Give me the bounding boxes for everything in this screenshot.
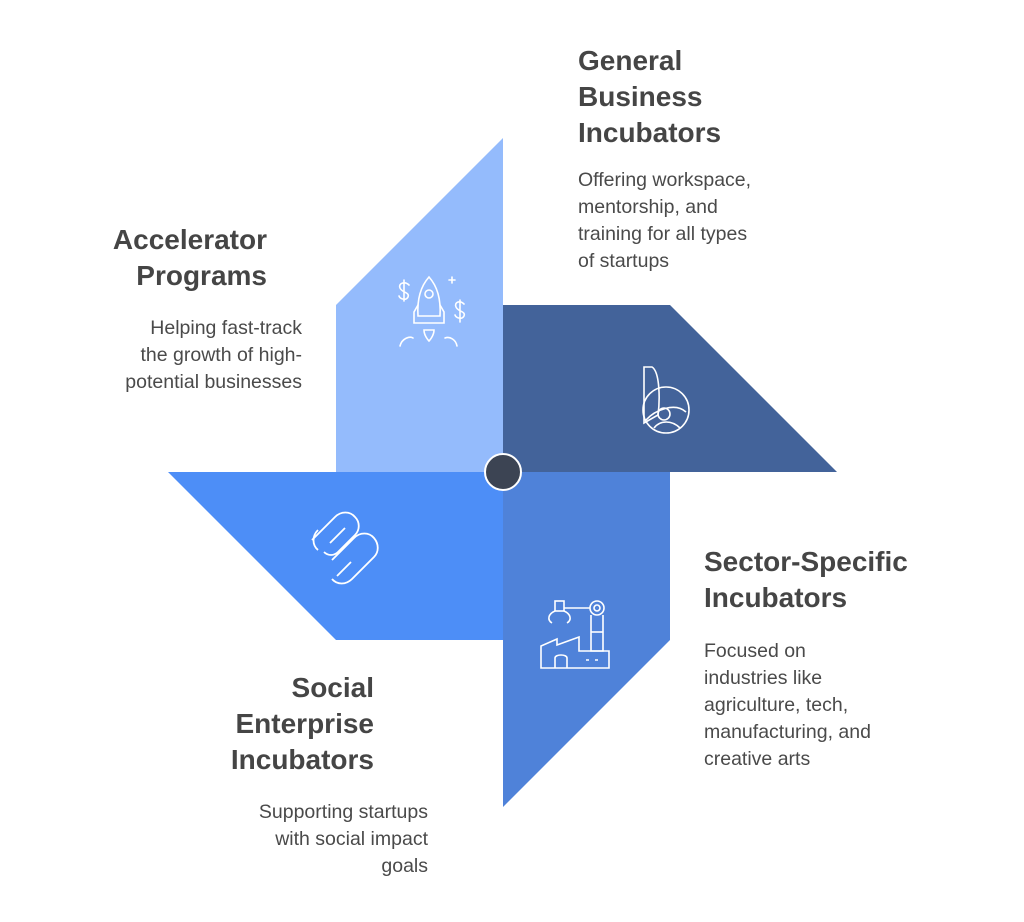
factory-robot-arm-icon	[540, 600, 610, 669]
sector-title: Sector-Specific Incubators	[704, 546, 908, 613]
squarespace-logo-icon	[311, 511, 379, 585]
accelerator-description: Helping fast-track the growth of high- p…	[125, 317, 302, 393]
accelerator-title: Accelerator Programs	[112, 224, 267, 291]
social-description: Supporting startups with social impact g…	[258, 801, 428, 877]
sector-description: Focused on industries like agriculture, …	[704, 640, 871, 770]
rocket-dollar-icon	[398, 275, 466, 347]
blade-accelerator	[336, 138, 503, 472]
general-description: Offering workspace, mentorship, and trai…	[578, 169, 752, 272]
center-hub	[484, 453, 522, 491]
general-title: General Business Incubators	[578, 45, 722, 148]
social-title: Social Enterprise Incubators	[230, 672, 374, 775]
blade-sector	[503, 472, 670, 807]
b-logo-icon	[642, 366, 690, 434]
blade-general	[503, 305, 837, 472]
